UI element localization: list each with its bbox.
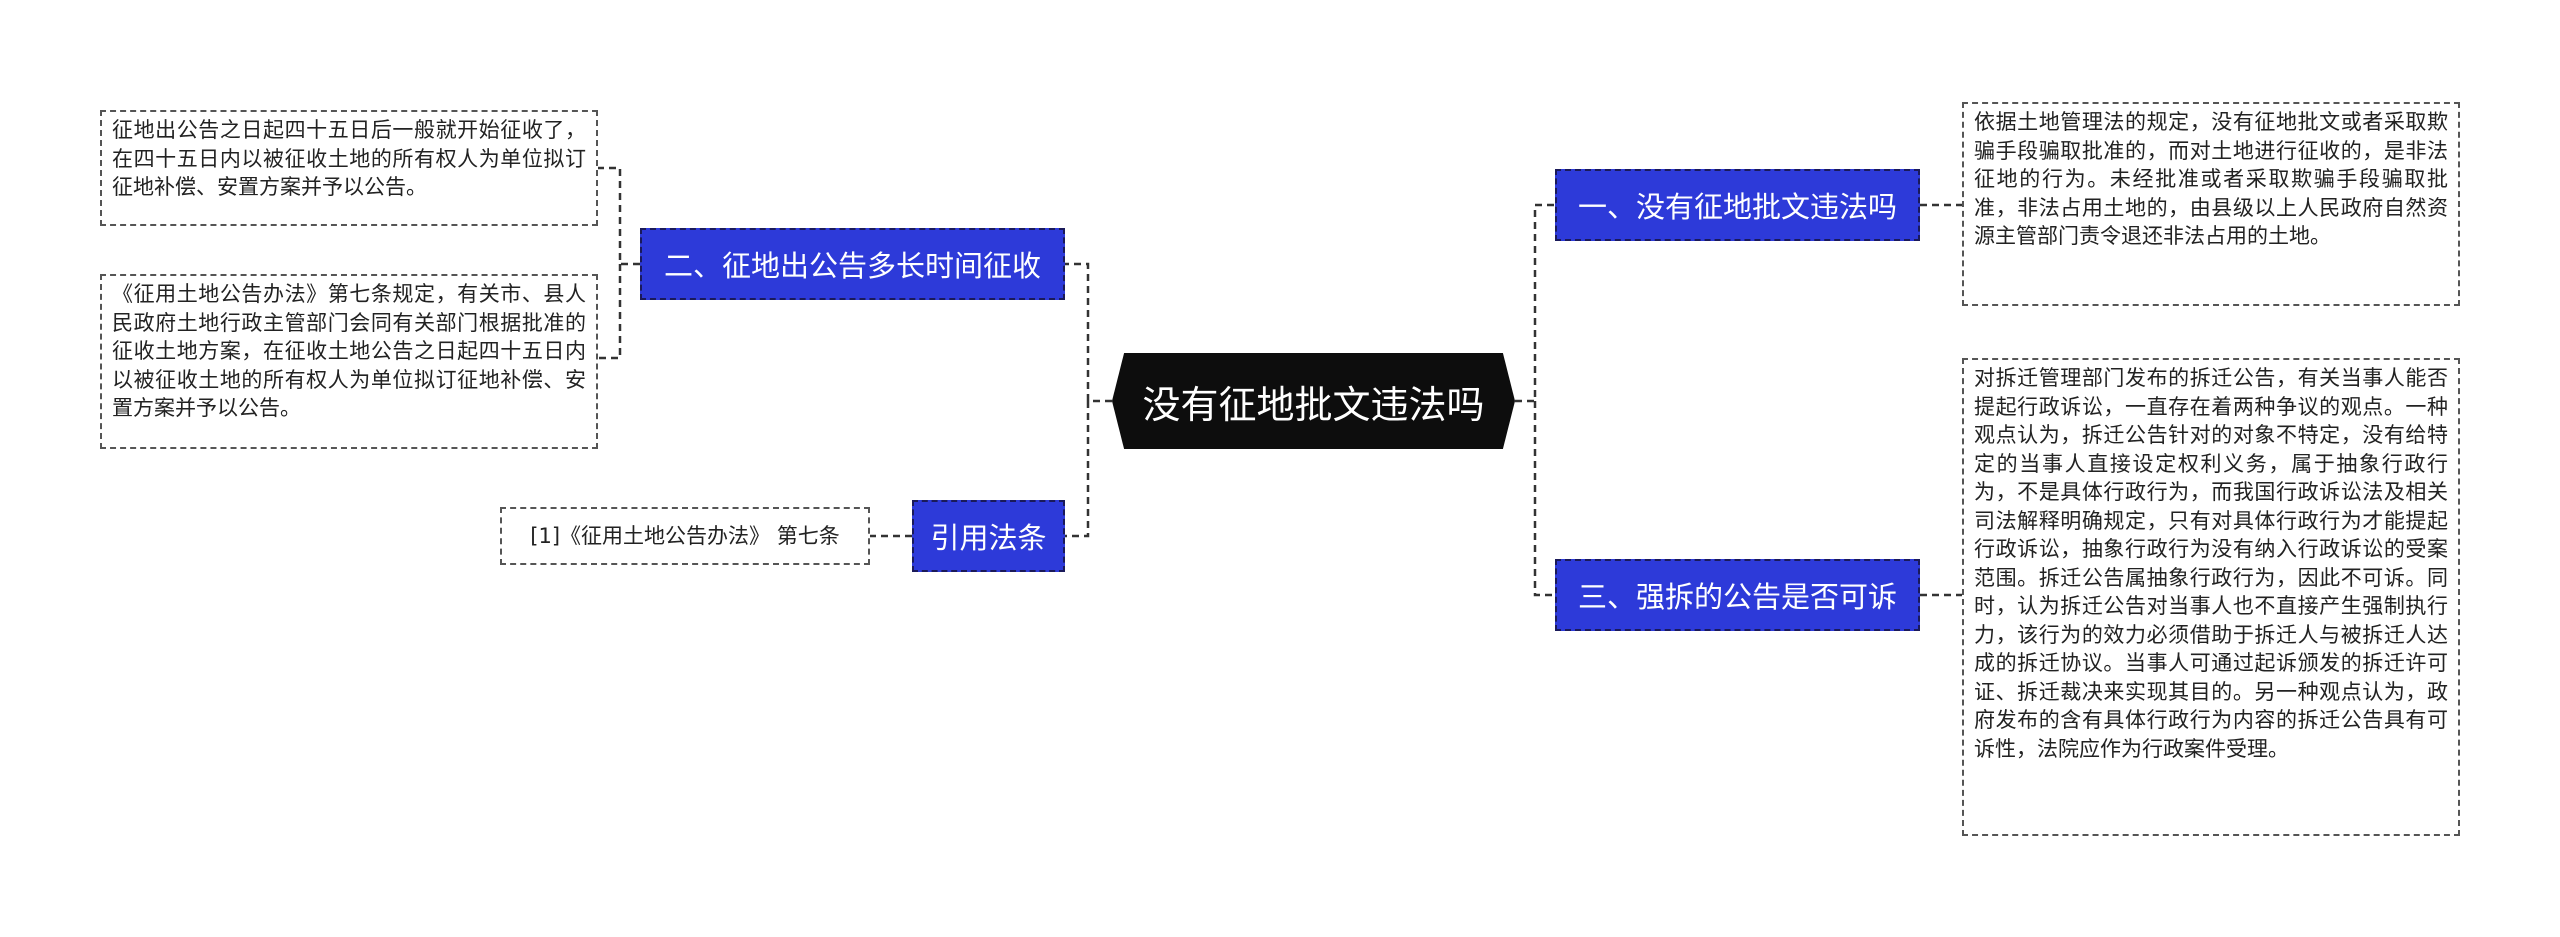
detail-demolition-notice-suable[interactable]: 对拆迁管理部门发布的拆迁公告，有关当事人能否提起行政诉讼，一直存在着两种争议的观…: [1962, 358, 2460, 836]
detail-notice-duration-2-text: 《征用土地公告办法》第七条规定，有关市、县人民政府土地行政主管部门会同有关部门根…: [112, 282, 586, 420]
detail-notice-duration-1-text: 征地出公告之日起四十五日后一般就开始征收了，在四十五日内以被征收土地的所有权人为…: [112, 118, 586, 199]
edge-central-topic3: [1533, 401, 1555, 597]
detail-no-approval-illegal-text: 依据土地管理法的规定，没有征地批文或者采取欺骗手段骗取批准的，而对土地进行征收的…: [1974, 110, 2448, 248]
edge-topic2-detail1: [598, 166, 640, 266]
central-topic[interactable]: 没有征地批文违法吗: [1112, 353, 1515, 449]
topic-demolition-notice-suable-label: 三、强拆的公告是否可诉: [1577, 580, 1897, 614]
detail-no-approval-illegal[interactable]: 依据土地管理法的规定，没有征地批文或者采取欺骗手段骗取批准的，而对土地进行征收的…: [1962, 102, 2460, 306]
topic-notice-duration-label: 二、征地出公告多长时间征收: [663, 249, 1041, 283]
topic-notice-duration[interactable]: 二、征地出公告多长时间征收: [640, 228, 1065, 300]
detail-notice-duration-1[interactable]: 征地出公告之日起四十五日后一般就开始征收了，在四十五日内以被征收土地的所有权人为…: [100, 110, 598, 226]
edge-central-cite: [1065, 401, 1090, 538]
edge-central-topic2: [1065, 262, 1112, 403]
topic-cited-law-label: 引用法条: [930, 521, 1047, 555]
detail-cited-law[interactable]: [1]《征用土地公告办法》 第七条: [500, 507, 870, 565]
topic-cited-law[interactable]: 引用法条: [912, 500, 1065, 572]
detail-demolition-notice-suable-text: 对拆迁管理部门发布的拆迁公告，有关当事人能否提起行政诉讼，一直存在着两种争议的观…: [1974, 366, 2448, 761]
edge-central-topic1: [1515, 203, 1555, 403]
topic-demolition-notice-suable[interactable]: 三、强拆的公告是否可诉: [1555, 559, 1920, 631]
detail-notice-duration-2[interactable]: 《征用土地公告办法》第七条规定，有关市、县人民政府土地行政主管部门会同有关部门根…: [100, 274, 598, 449]
topic-no-approval-illegal-label: 一、没有征地批文违法吗: [1577, 190, 1897, 224]
detail-cited-law-text: [1]《征用土地公告办法》 第七条: [530, 523, 840, 548]
edge-topic2-detail2: [598, 264, 622, 360]
topic-no-approval-illegal[interactable]: 一、没有征地批文违法吗: [1555, 169, 1920, 241]
central-topic-label: 没有征地批文违法吗: [1142, 382, 1485, 427]
